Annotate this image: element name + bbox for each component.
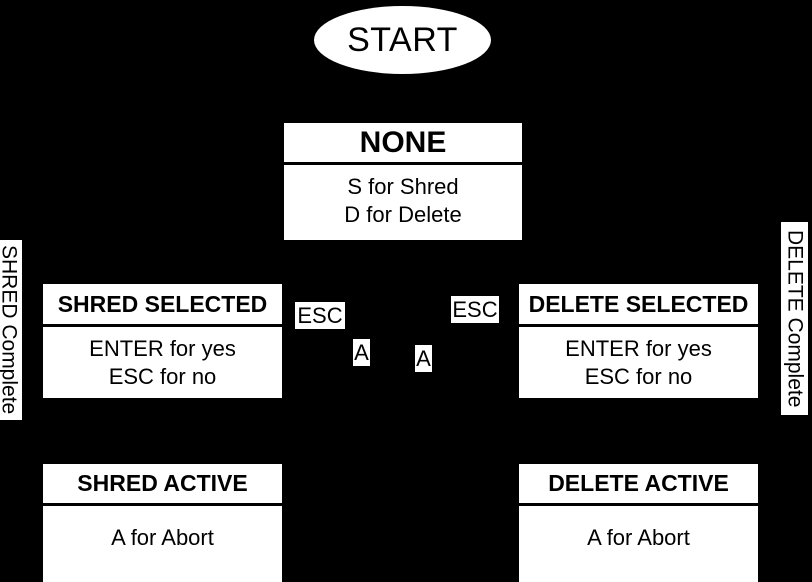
- state-title-row-shred-selected: SHRED SELECTED: [43, 284, 282, 327]
- state-body-shred-active: A for Abort: [43, 506, 282, 582]
- state-body-line: A for Abort: [111, 525, 214, 550]
- state-title-row-delete-active: DELETE ACTIVE: [519, 464, 758, 506]
- edge-label-abort-shred: A: [353, 339, 370, 366]
- side-label-delete-complete: DELETE Complete: [781, 222, 808, 415]
- state-body-line: A for Abort: [587, 525, 690, 550]
- state-title-shred-active: SHRED ACTIVE: [77, 470, 248, 496]
- state-title-delete-selected: DELETE SELECTED: [528, 290, 749, 317]
- state-title-delete-active: DELETE ACTIVE: [548, 470, 729, 496]
- connector-delete-selected-to-active: [638, 398, 641, 464]
- state-body-shred-selected: ENTER for yes ESC for no: [43, 327, 282, 398]
- state-body-line: S for Shred: [347, 174, 459, 199]
- state-node-delete-active[interactable]: DELETE ACTIVE A for Abort: [519, 464, 758, 582]
- edge-label-esc-delete-text: ESC: [452, 296, 498, 322]
- edge-label-abort-delete-text: A: [416, 345, 431, 371]
- state-body-none: S for Shred D for Delete: [284, 165, 522, 240]
- edge-label-esc-shred-text: ESC: [297, 302, 343, 328]
- connector-start-to-none: [401, 73, 404, 123]
- state-body-line: ESC for no: [108, 364, 217, 389]
- state-body-line: ESC for no: [584, 364, 693, 389]
- side-label-shred-complete: SHRED Complete: [0, 240, 22, 420]
- edge-label-esc-shred: ESC: [295, 302, 345, 329]
- connector-none-to-shred-selected: [162, 240, 165, 284]
- side-label-delete-complete-text: DELETE Complete: [783, 229, 807, 408]
- start-node-label: START: [347, 20, 458, 59]
- edge-label-abort-delete: A: [415, 345, 432, 372]
- state-node-shred-selected[interactable]: SHRED SELECTED ENTER for yes ESC for no: [43, 284, 282, 398]
- start-node[interactable]: START: [314, 6, 491, 74]
- state-title-none: NONE: [359, 125, 447, 159]
- edge-label-abort-shred-text: A: [354, 339, 369, 365]
- state-body-line: D for Delete: [344, 202, 462, 227]
- state-body-delete-active: A for Abort: [519, 506, 758, 582]
- state-body-line: ENTER for yes: [565, 336, 712, 361]
- state-body-delete-selected: ENTER for yes ESC for no: [519, 327, 758, 398]
- state-node-delete-selected[interactable]: DELETE SELECTED ENTER for yes ESC for no: [519, 284, 758, 398]
- state-body-line: ENTER for yes: [89, 336, 236, 361]
- state-title-row-shred-active: SHRED ACTIVE: [43, 464, 282, 506]
- state-title-row-delete-selected: DELETE SELECTED: [519, 284, 758, 327]
- state-title-row-none: NONE: [284, 123, 522, 165]
- state-node-shred-active[interactable]: SHRED ACTIVE A for Abort: [43, 464, 282, 582]
- side-label-shred-complete-text: SHRED Complete: [0, 245, 21, 415]
- connector-none-to-delete-selected: [638, 240, 641, 284]
- connector-shred-selected-to-active: [162, 398, 165, 464]
- state-node-none[interactable]: NONE S for Shred D for Delete: [284, 123, 522, 240]
- edge-label-esc-delete: ESC: [451, 296, 499, 323]
- state-title-shred-selected: SHRED SELECTED: [57, 290, 268, 317]
